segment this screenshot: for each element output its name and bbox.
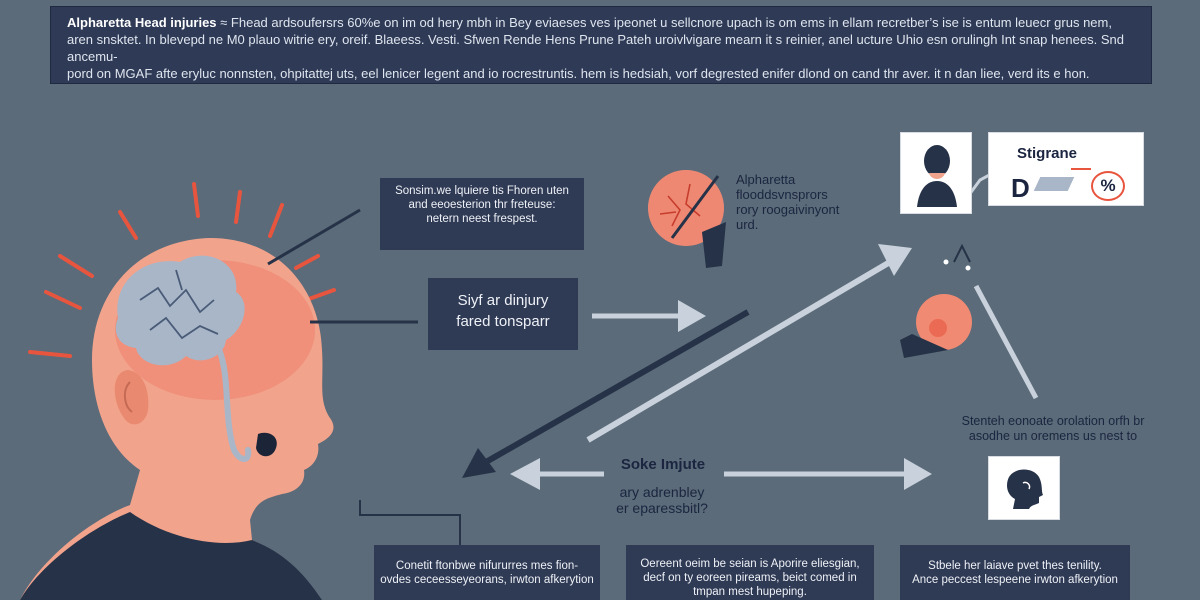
label-right: Stenteh eonoate orolation orfh br asodhe…	[958, 414, 1148, 444]
center-subtitle: ary adrenbley er eparessbitl?	[582, 484, 742, 516]
label-top-center: Alpharetta flooddsvnsprors rory roogaivi…	[736, 172, 876, 232]
banner-text-1: ≈ Fhead ardsoufersrs 60%e on im od hery …	[220, 15, 1112, 30]
bottom-box-2-line-3: tmpan mest hupeping.	[693, 586, 807, 598]
callout-top-left-line-2: and eeoesterion thr freteuse:	[408, 199, 556, 211]
bottom-box-1-line-2: ovdes ceceesseyeorans, irwton afkerytion	[380, 574, 594, 586]
label-right-line-1: Stenteh eonoate orolation orfh br	[961, 414, 1145, 428]
person-bust-icon	[917, 145, 957, 207]
head-silhouette-icon	[1007, 469, 1043, 509]
label-top-center-line-3: rory roogaivinyont	[736, 202, 840, 217]
callout-mid-left-line-2: fared tonsparr	[456, 313, 550, 330]
bottom-box-2-line-1: Oereent oeim be seian is Aporire eliesgi…	[640, 558, 860, 570]
center-title: Soke Imjute	[620, 456, 706, 473]
banner-line-3: pord on MGAF afte eryluc nonnsten, ohpit…	[67, 66, 1090, 81]
banner-title: Alpharetta Head injuries	[67, 15, 217, 30]
banner-line-2: aren snsktet. In blevepd ne M0 plauo wit…	[67, 32, 1124, 64]
profile-card	[988, 456, 1060, 520]
center-subtitle-line-2: er eparessbitl?	[616, 500, 708, 516]
header-banner: Alpharetta Head injuries ≈ Fhead ardsouf…	[50, 6, 1152, 84]
head-profile-icon	[20, 238, 334, 600]
label-top-center-line-4: urd.	[736, 217, 759, 232]
bottom-box-1: Conetit ftonbwe nifururres mes fion- ovd…	[374, 545, 600, 600]
bottom-box-1-line-1: Conetit ftonbwe nifururres mes fion-	[395, 560, 579, 572]
stat-card: Stigrane D %	[988, 132, 1144, 206]
callout-top-left-line-1: Sonsim.we lquiere tis Fhoren uten	[395, 185, 569, 197]
stat-card-letter: D	[1011, 173, 1030, 203]
label-top-center-line-1: Alpharetta	[736, 172, 796, 187]
label-right-line-2: asodhe un oremens us nest to	[968, 429, 1138, 443]
callout-top-left-line-3: netern neest frespest.	[426, 213, 538, 225]
stat-card-label: Stigrane	[1017, 145, 1078, 162]
label-top-center-line-2: flooddsvnsprors	[736, 187, 828, 202]
pain-orb-icon	[900, 294, 972, 358]
percent-icon: %	[1091, 171, 1125, 201]
bottom-box-3: Stbele her laiave pvet thes tenility. An…	[900, 545, 1130, 600]
center-subtitle-line-1: ary adrenbley	[619, 484, 705, 500]
pain-rays	[28, 182, 336, 358]
bust-card	[900, 132, 972, 214]
brain-icon	[115, 255, 245, 366]
bottom-box-2-line-2: decf on ty eoreen pireams, beict comed i…	[643, 572, 857, 584]
bottom-box-2: Oereent oeim be seian is Aporire eliesgi…	[626, 545, 874, 600]
banner-line-1: Alpharetta Head injuries ≈ Fhead ardsouf…	[67, 14, 1135, 31]
bottom-box-3-line-1: Stbele her laiave pvet thes tenility.	[928, 560, 1102, 572]
bottom-box-3-line-2: Ance peccest lespeene irwton afkerytion	[912, 574, 1118, 586]
callout-mid-left-line-1: Siyf ar dinjury	[457, 292, 549, 309]
callout-top-left: Sonsim.we lquiere tis Fhoren uten and ee…	[380, 178, 584, 250]
stat-accent-bar	[1071, 168, 1091, 170]
stat-bar	[1033, 177, 1075, 191]
injured-orb-icon	[648, 170, 726, 268]
callout-mid-left: Siyf ar dinjury fared tonsparr	[428, 278, 578, 350]
